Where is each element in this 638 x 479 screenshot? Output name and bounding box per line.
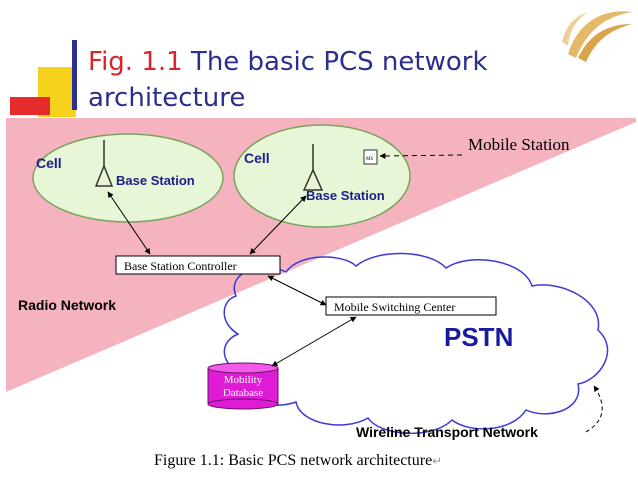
- mobility-database-cylinder: [207, 362, 279, 410]
- arrow-bsc-msc: [267, 275, 327, 306]
- caption-return-mark: ↵: [432, 454, 443, 468]
- radio-network-label: Radio Network: [18, 297, 116, 313]
- arrow-wireline: [585, 385, 603, 433]
- msc-box: [325, 296, 497, 316]
- cell-right-label: Cell: [244, 150, 270, 166]
- arrow-mobile-station: [379, 152, 463, 159]
- arrow-bs-right-bsc: [249, 195, 307, 255]
- mobile-station-icon: [363, 149, 378, 165]
- cell-left-label: Cell: [36, 155, 62, 171]
- cell-right: [233, 124, 411, 228]
- caption-text: Figure 1.1: Basic PCS network architectu…: [154, 452, 433, 469]
- base-station-right-icon: [302, 144, 324, 191]
- deco-blue-bar: [72, 40, 77, 110]
- arrow-bs-left-bsc: [107, 191, 151, 255]
- wireline-label: Wireline Transport Network: [356, 424, 538, 440]
- bsc-box: [115, 255, 281, 275]
- base-station-left-label: Base Station: [116, 173, 195, 188]
- figure-caption: Figure 1.1: Basic PCS network architectu…: [154, 452, 442, 470]
- ms-tag: MS: [366, 157, 373, 162]
- base-station-right-label: Base Station: [306, 188, 385, 203]
- logo-emblem: [562, 11, 632, 62]
- title-text: The basic PCS network architecture: [88, 47, 488, 113]
- msc-label: Mobile Switching Center: [334, 300, 455, 314]
- base-station-left-icon: [94, 140, 114, 187]
- figure-number: Fig. 1.1: [88, 47, 183, 77]
- mobile-station-label: Mobile Station: [468, 135, 570, 154]
- pstn-label: PSTN: [444, 322, 513, 352]
- deco-red-block: [10, 97, 50, 115]
- slide-title: Fig. 1.1 The basic PCS network architect…: [88, 44, 548, 116]
- mobility-db-line2: Database: [223, 387, 263, 399]
- arrow-msc-database: [271, 316, 357, 367]
- mobility-db-line1: Mobility: [224, 374, 263, 386]
- bsc-label: Base Station Controller: [124, 259, 237, 273]
- pstn-cloud: [223, 252, 609, 435]
